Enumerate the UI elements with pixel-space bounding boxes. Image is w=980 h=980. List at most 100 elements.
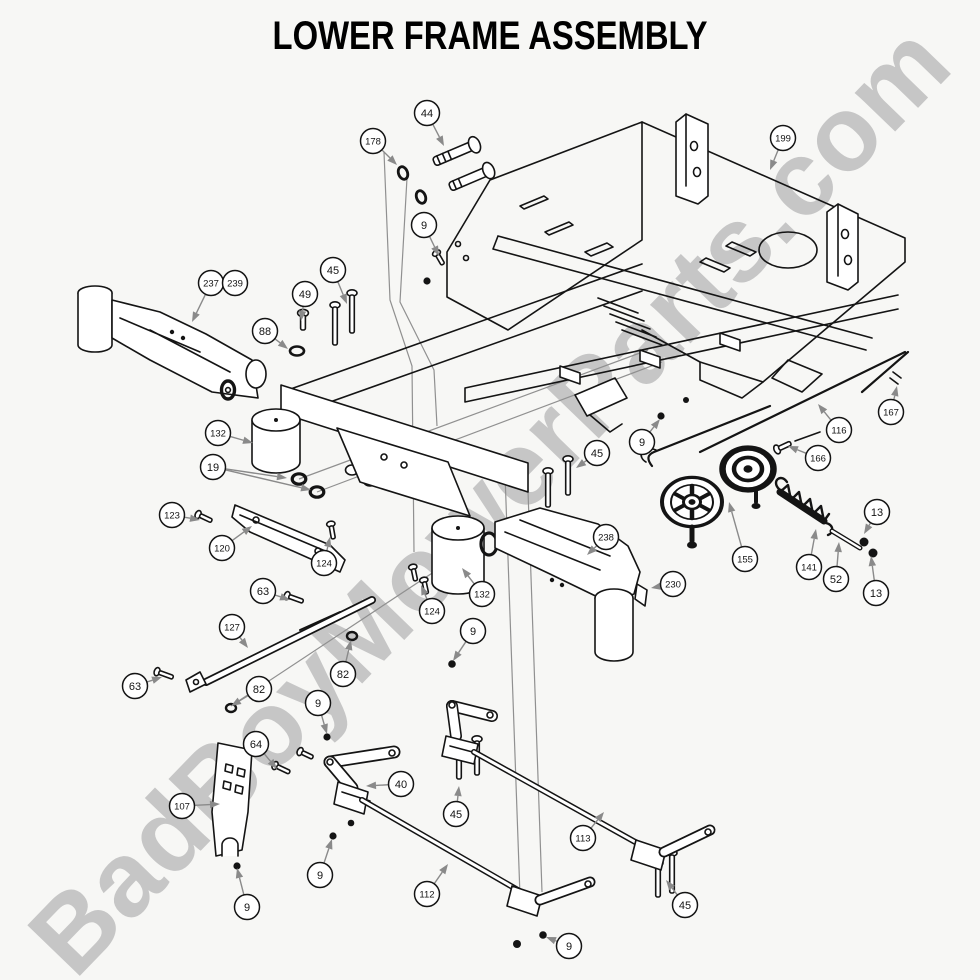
callout-9: 9 (546, 932, 583, 960)
extension-spring (774, 476, 834, 537)
callout-number-44: 44 (421, 108, 433, 120)
callout-9: 9 (410, 211, 439, 256)
callout-13: 13 (862, 556, 890, 607)
callout-circle-82 (245, 675, 273, 703)
callout-circle-45 (319, 256, 347, 284)
callout-112: 112 (413, 864, 448, 908)
callout-number-167: 167 (883, 407, 899, 418)
callout-number-40: 40 (395, 779, 407, 791)
callout-52: 52 (822, 542, 850, 593)
callout-123: 123 (158, 501, 200, 529)
hardware (153, 135, 689, 948)
flange-nut-13b (868, 548, 878, 558)
tie-rod-113 (471, 749, 716, 871)
callout-circle-124 (418, 597, 446, 625)
callout-230: 230 (651, 570, 687, 598)
callout-circle-63 (121, 672, 149, 700)
callout-circle-82 (329, 660, 357, 688)
isolator-cylinder-left (251, 408, 301, 474)
callout-number-230: 230 (665, 579, 681, 590)
callout-number-237: 237 (203, 278, 219, 289)
tie-rod-112 (359, 797, 596, 917)
callout-circle-63 (249, 577, 277, 605)
left-trailing-arm (77, 285, 267, 401)
callout-63: 63 (249, 577, 290, 605)
callout-132: 132 (462, 568, 496, 608)
callout-circle-40 (387, 770, 415, 798)
callout-circle-45 (442, 800, 470, 828)
callout-132: 132 (204, 419, 253, 447)
callout-circle-45 (583, 439, 611, 467)
callout-number-127: 127 (224, 622, 240, 633)
callout-circle-132 (468, 580, 496, 608)
callout-number-132: 132 (210, 428, 226, 439)
callout-number-9: 9 (317, 870, 323, 882)
isolator-cylinder-right (431, 515, 485, 595)
callout-number-120: 120 (214, 543, 230, 554)
callout-circle-132 (204, 419, 232, 447)
callout-number-19: 19 (207, 462, 219, 474)
callout-circle-107 (168, 792, 196, 820)
callout-number-123: 123 (164, 510, 180, 521)
callout-circle-9 (410, 211, 438, 239)
callout-40: 40 (366, 770, 415, 798)
callout-circle-239 (221, 269, 249, 297)
callout-number-166: 166 (810, 453, 826, 464)
front-crossmember (280, 384, 529, 517)
callout-number-13: 13 (871, 507, 883, 519)
callout-number-9: 9 (470, 626, 476, 638)
idler-pulley-flat (719, 445, 777, 493)
callout-number-52: 52 (830, 574, 842, 586)
flange-nut-13a (859, 537, 869, 547)
callout-number-63: 63 (129, 681, 141, 693)
callout-circle-238 (592, 523, 620, 551)
callout-number-9: 9 (566, 941, 572, 953)
callout-82: 82 (329, 640, 357, 688)
support-rod-127 (185, 596, 376, 693)
wedge-pin-230 (634, 583, 648, 607)
callout-178: 178 (359, 127, 397, 165)
callout-circle-124 (310, 549, 338, 577)
callout-45: 45 (319, 256, 347, 304)
callout-19: 19 (199, 453, 311, 492)
callout-circle-13 (863, 498, 891, 526)
callout-circle-9 (304, 689, 332, 717)
callout-124: 124 (310, 537, 338, 577)
callout-45: 45 (576, 439, 611, 468)
callout-49: 49 (291, 280, 319, 321)
callout-237: 237 (192, 269, 225, 322)
callout-circle-113 (569, 824, 597, 852)
callout-number-63: 63 (257, 586, 269, 598)
right-trailing-arm (479, 507, 648, 662)
callout-circle-116 (825, 416, 853, 444)
callout-88: 88 (251, 317, 288, 349)
callout-circle-44 (413, 99, 441, 127)
callout-circle-230 (659, 570, 687, 598)
callout-167: 167 (877, 386, 905, 426)
callout-circle-88 (251, 317, 279, 345)
idler-pulley-spoked (660, 475, 724, 529)
callout-116: 116 (818, 404, 853, 444)
callout-number-82: 82 (253, 684, 265, 696)
callout-number-49: 49 (299, 289, 311, 301)
hanger-bracket-107 (211, 742, 253, 857)
callout-63: 63 (121, 672, 162, 700)
callout-120: 120 (208, 526, 252, 562)
callout-circle-9 (459, 617, 487, 645)
callout-circle-45 (671, 891, 699, 919)
callout-155: 155 (728, 502, 759, 573)
callout-number-9: 9 (421, 220, 427, 232)
callout-number-178: 178 (365, 136, 381, 147)
callout-circle-166 (804, 444, 832, 472)
callout-circle-9 (233, 893, 261, 921)
callout-number-141: 141 (801, 562, 817, 573)
callout-number-82: 82 (337, 669, 349, 681)
callout-circle-9 (306, 861, 334, 889)
callout-number-113: 113 (575, 833, 590, 844)
callout-number-88: 88 (259, 326, 271, 338)
callout-238: 238 (587, 523, 620, 555)
bellcrank-113 (441, 700, 498, 765)
callout-127: 127 (218, 613, 248, 648)
callout-number-45: 45 (591, 448, 603, 460)
callout-number-9: 9 (244, 902, 250, 914)
